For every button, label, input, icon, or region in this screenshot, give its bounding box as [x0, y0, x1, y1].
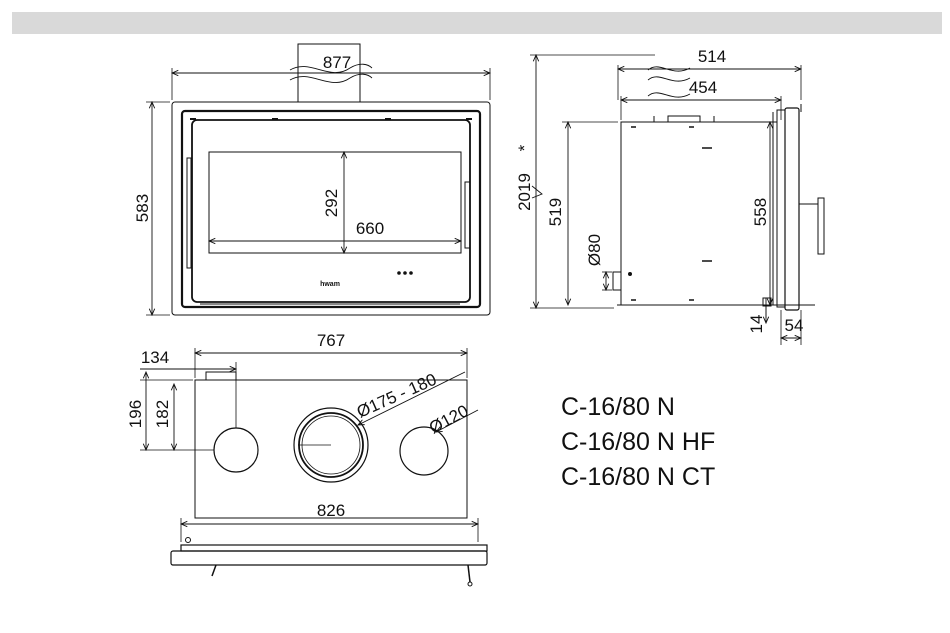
- foot-height-dim: 14: [747, 315, 766, 334]
- base-width-dim: 826: [317, 501, 345, 520]
- flue-offset-x-dim: 134: [141, 348, 169, 367]
- model-name-3: C-16/80 N CT: [561, 463, 715, 492]
- body-depth-dim: 454: [689, 78, 717, 97]
- front-view: [146, 44, 490, 315]
- front-width-dim: 877: [323, 53, 351, 72]
- glass-width-dim: 660: [356, 219, 384, 238]
- model-name-1: C-16/80 N: [561, 393, 675, 422]
- door-depth-dim: 54: [785, 316, 804, 335]
- convection-diameter-dim: Ø120: [426, 401, 472, 437]
- inner-height-dim: 558: [751, 198, 770, 226]
- front-height-dim: 583: [133, 194, 152, 222]
- air-inlet-dim: Ø80: [585, 234, 604, 266]
- brand-logo: hwam: [320, 281, 340, 288]
- top-width-dim: 767: [317, 331, 345, 350]
- model-name-2: C-16/80 N HF: [561, 428, 715, 457]
- total-height-dim: 2019: [515, 173, 534, 211]
- flue-offset-y2-dim: 182: [153, 400, 172, 428]
- glass-height-dim: 292: [322, 189, 341, 217]
- side-view: [530, 55, 824, 345]
- flue-offset-y1-dim: 196: [126, 400, 145, 428]
- total-depth-dim: 514: [698, 47, 726, 66]
- flue-diameter-dim: Ø175 - 180: [354, 370, 439, 422]
- body-height-dim: 519: [546, 198, 565, 226]
- total-height-asterisk: *: [515, 144, 534, 151]
